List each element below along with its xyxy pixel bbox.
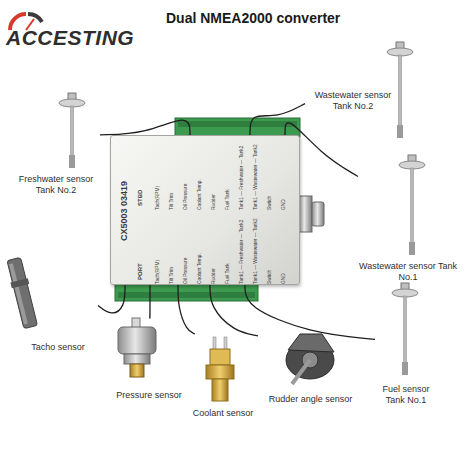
- terminal-label: Rudder: [211, 140, 217, 210]
- sensor-node: Wastewater sensor Tank No.2: [305, 42, 417, 146]
- brand-logo: ACCESTING: [6, 26, 134, 50]
- logo-arc: [28, 14, 42, 22]
- terminal-label: Coolant Temp.: [197, 214, 203, 284]
- pressure-hex: [124, 354, 150, 364]
- diagram-title: Dual NMEA2000 converter: [166, 10, 340, 26]
- terminal-label: Oil Pressure: [183, 140, 189, 210]
- tacho-nut: [10, 278, 29, 288]
- terminal-label: Tach(RPM): [155, 140, 161, 210]
- sensor-label: Tacho sensor: [18, 342, 98, 353]
- terminal-label: Tank1 — Wastewater — Tank2: [253, 214, 259, 284]
- sensor-tube: [399, 55, 402, 127]
- coolant-terminal: [213, 337, 216, 350]
- terminal-block: [115, 283, 258, 301]
- sensor-float: [397, 125, 403, 138]
- sensor-label: Fuel sensor Tank No.1: [375, 384, 437, 406]
- terminal-slots: [178, 121, 297, 127]
- sensor-float: [409, 242, 415, 255]
- sensor-node: Pressure sensor: [103, 315, 195, 407]
- coolant-terminal: [224, 337, 227, 350]
- converter-box: CX5003 03419STBDTach(RPM)Tilt TrimOil Pr…: [110, 135, 300, 285]
- tacho-sensor: [5, 257, 39, 329]
- terminal-label: Rudder: [211, 214, 217, 284]
- sensor-label: Wastewater sensor Tank No.2: [305, 90, 401, 112]
- terminal-label: Coolant Temp.: [197, 140, 203, 210]
- terminal-label: Tank1 — Wastewater — Tank2: [253, 140, 259, 210]
- terminal-label: Switch: [267, 140, 273, 210]
- terminal-label: Tank1 — Freshwater — Tank2: [239, 214, 245, 284]
- terminal-label: Oil Pressure: [183, 214, 189, 284]
- connector-body: [312, 202, 324, 226]
- sensor-node: Rudder angle sensor: [258, 325, 363, 410]
- sensor-wire: [178, 285, 195, 334]
- sensor-wire: [100, 120, 190, 135]
- sensor-tube: [71, 106, 74, 156]
- model-number: CX5003 03419: [119, 151, 130, 271]
- pressure-thread: [130, 364, 144, 377]
- sensor-node: Tacho sensor: [8, 250, 98, 356]
- sensor-label: Pressure sensor: [103, 390, 195, 401]
- sensor-label: Wastewater sensor Tank No.1: [358, 261, 458, 283]
- sensor-wire: [285, 123, 358, 177]
- coolant-cap: [210, 349, 230, 365]
- tacho-body: [7, 257, 38, 328]
- sensor-float: [69, 155, 75, 168]
- terminal-label: GND: [281, 214, 287, 284]
- side-label: STBD: [137, 142, 144, 206]
- sensor-wire: [250, 104, 305, 135]
- terminal-slots: [118, 292, 255, 298]
- terminal-label: Tilt Trim: [169, 214, 175, 284]
- sensor-wire: [149, 285, 150, 318]
- rudder-housing: [288, 334, 334, 352]
- sensor-node: Fuel sensor Tank No.1: [375, 283, 437, 411]
- side-label: PORT: [137, 216, 144, 280]
- terminal-label: Switch: [267, 214, 273, 284]
- sensor-node: Freshwater sensor Tank No.2: [12, 88, 100, 203]
- terminal-label: Fuel Tank: [225, 140, 231, 210]
- rudder-arm: [292, 360, 310, 384]
- sensor-wire: [98, 285, 125, 313]
- connector-flange: [298, 196, 312, 232]
- terminal-label: Tilt Trim: [169, 140, 175, 210]
- sensor-tube: [411, 168, 414, 244]
- coolant-thread: [212, 379, 228, 401]
- sensor-float: [402, 362, 408, 375]
- sensor-wire: [210, 285, 258, 336]
- terminal-label: Tach(RPM): [155, 214, 161, 284]
- sensor-label: Freshwater sensor Tank No.2: [12, 174, 100, 196]
- tacho-highlight: [9, 263, 28, 324]
- sensor-wire: [245, 285, 375, 339]
- sensor-label: Rudder angle sensor: [258, 394, 363, 405]
- terminal-label: Fuel Tank: [225, 214, 231, 284]
- sensor-label: Coolant sensor: [181, 408, 265, 419]
- sensor-tube: [404, 296, 407, 364]
- terminal-label: GND: [281, 140, 287, 210]
- sensor-node: Coolant sensor: [181, 334, 265, 424]
- terminal-label: Tank1 — Freshwater — Tank2: [239, 140, 245, 210]
- pressure-body: [118, 327, 156, 354]
- sensor-node: Wastewater sensor Tank No.1: [358, 155, 458, 285]
- coolant-hex: [206, 365, 234, 379]
